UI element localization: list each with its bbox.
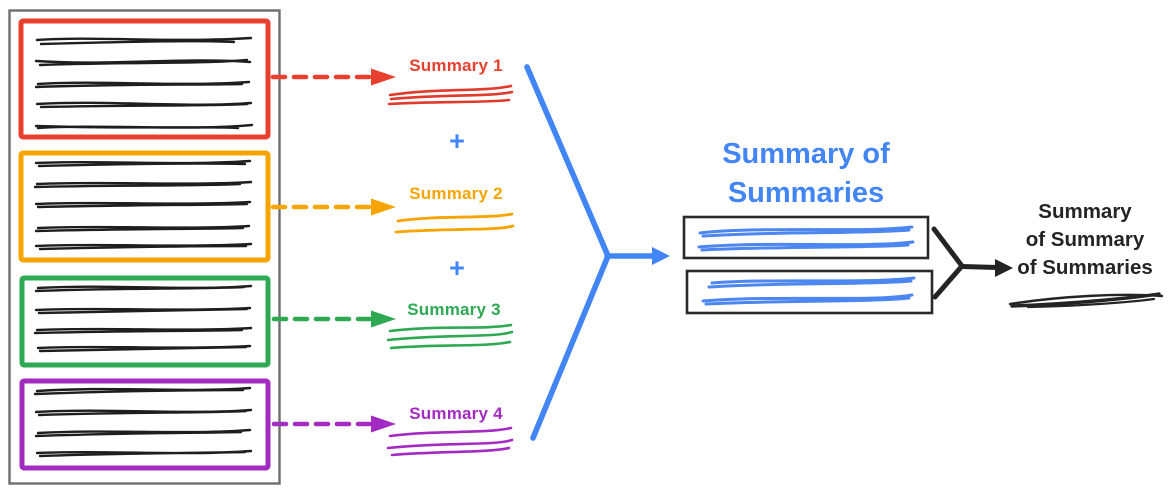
final-label-line3: of Summaries xyxy=(1017,256,1153,279)
doc-section-purple xyxy=(19,378,271,471)
final-merge-arrow xyxy=(931,226,1013,300)
sos-box-1 xyxy=(682,215,930,260)
dashed-arrow-green xyxy=(271,310,396,328)
summary-2-scribble xyxy=(394,212,515,234)
merge-arrowhead xyxy=(652,247,670,265)
merge-line-bottom xyxy=(530,253,611,441)
doc-section-yellow xyxy=(18,150,271,263)
summary-2-label: Summary 2 xyxy=(409,184,503,203)
doc-text-scribble-purple xyxy=(33,386,253,458)
doc-text-scribble-yellow xyxy=(33,159,253,251)
final-bracket-top xyxy=(931,226,965,269)
sos-box-2 xyxy=(685,269,934,315)
final-bracket-bottom xyxy=(932,263,965,300)
doc-text-scribble-green xyxy=(33,284,253,353)
sos-box-1-scribble xyxy=(697,225,915,252)
merge-line-top xyxy=(524,64,611,259)
summary-of-summaries-title: Summary of Summaries xyxy=(683,135,929,213)
source-document-panel xyxy=(8,9,281,485)
summary-1-scribble xyxy=(387,84,514,106)
final-label-line2: of Summary xyxy=(1025,228,1145,251)
final-summary-label: Summary of Summary of Summaries xyxy=(1000,198,1170,282)
dashed-arrow-purple xyxy=(271,415,396,433)
summary-3-scribble xyxy=(386,323,514,350)
final-label-line1: Summary xyxy=(1038,200,1132,223)
plus-sign-1: + xyxy=(449,126,465,156)
summary-4-scribble xyxy=(386,426,514,457)
summary-1-label: Summary 1 xyxy=(409,56,503,75)
dashed-arrow-yellow xyxy=(270,198,396,216)
plus-sign-2: + xyxy=(449,253,465,283)
dashed-arrow-red xyxy=(270,68,396,86)
doc-section-red xyxy=(18,18,271,140)
summary-3-label: Summary 3 xyxy=(407,300,501,319)
merge-title-line1: Summary of xyxy=(722,138,890,170)
merge-title-line2: Summaries xyxy=(727,177,885,209)
final-arrow-shaft xyxy=(959,264,1001,270)
doc-section-green xyxy=(19,275,271,368)
final-arrowhead xyxy=(995,259,1013,277)
merge-arrow-blue xyxy=(524,64,670,441)
final-summary-scribble xyxy=(1008,292,1164,309)
sos-box-2-scribble xyxy=(701,276,916,306)
doc-text-scribble-red xyxy=(34,36,254,130)
summary-4-label: Summary 4 xyxy=(409,404,503,423)
